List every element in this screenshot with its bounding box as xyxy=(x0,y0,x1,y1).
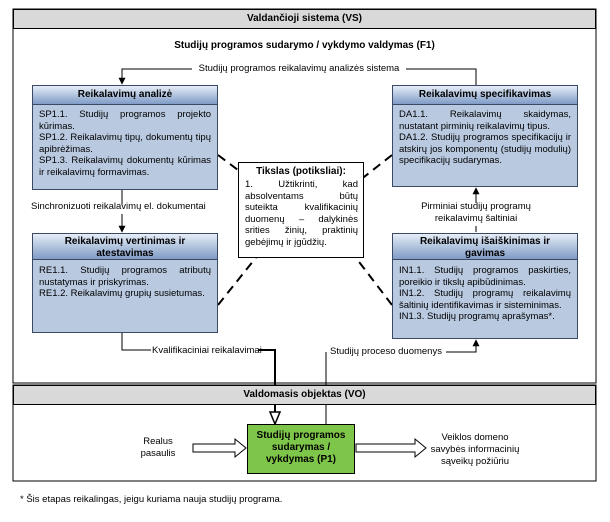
box-requirements-evaluation-body: RE1.1. Studijų programos atributų nustat… xyxy=(39,265,211,300)
f1-title: Studijų programos sudarymo / vykdymo val… xyxy=(174,40,435,51)
specification-item: DA1.1. Reikalavimų skaidymas, nustatant … xyxy=(399,109,571,132)
goal-box: Tikslas (potiksliai): 1. Užtikrinti, kad… xyxy=(238,162,364,258)
bottom-left-line-down xyxy=(258,349,276,418)
evaluation-item: RE1.1. Studijų programos atributų nustat… xyxy=(39,265,211,288)
box-requirements-specification: Reikalavimų specifikavimas DA1.1. Reikal… xyxy=(392,85,578,187)
goal-title: Tikslas (potiksliai): xyxy=(256,166,346,177)
box-requirements-evaluation-title: Reikalavimų vertinimas ir atestavimas xyxy=(33,234,217,260)
elicitation-title-line: Reikalavimų išaiškinimas ir xyxy=(419,236,551,247)
goal-text: 1. Užtikrinti, kad absolventams būtų sut… xyxy=(245,179,358,248)
box-requirements-elicitation-title: Reikalavimų išaiškinimas ir gavimas xyxy=(393,234,577,260)
box-requirements-analysis-body: SP1.1. Studijų programos projekto kūrima… xyxy=(39,109,211,178)
bottom-left-arrow-head xyxy=(268,411,282,426)
analysis-item: SP1.2. Reikalavimų tipų, dokumentų tipų … xyxy=(39,132,211,155)
elicitation-item: IN1.2. Studijų programų reikalavimų šalt… xyxy=(399,288,571,311)
right-flow-label-1: Pirminiai studijų programų xyxy=(421,201,531,212)
elicitation-title-line: gavimas xyxy=(464,248,506,259)
elicitation-item: IN1.1. Studijų programos paskirties, por… xyxy=(399,265,571,288)
bottom-right-line xyxy=(446,339,480,353)
evaluation-title-line: atestavimas xyxy=(96,248,154,259)
elicitation-item: IN1.3. Studijų programų aprašymas*. xyxy=(399,311,555,322)
specification-item: DA1.2. Studijų programos specifikacijų i… xyxy=(399,132,571,166)
input-arrow xyxy=(192,437,247,459)
output-arrow xyxy=(355,437,427,459)
process-title-line: sudarymas / xyxy=(271,442,331,453)
box-requirements-specification-title: Reikalavimų specifikavimas xyxy=(393,86,577,105)
process-title-line: vykdymas (P1) xyxy=(265,454,337,465)
input-label-1: Realus xyxy=(143,436,173,447)
process-box: Studijų programos sudarymas / vykdymas (… xyxy=(247,424,355,474)
evaluation-item: RE1.2. Reikalavimų grupių susietumas. xyxy=(39,288,205,299)
box-requirements-analysis: Reikalavimų analizė SP1.1. Studijų progr… xyxy=(32,85,218,190)
box-requirements-evaluation: Reikalavimų vertinimas ir atestavimas RE… xyxy=(32,233,218,333)
output-label-1: Veiklos domeno xyxy=(441,432,509,443)
output-label-3: sąveikų požiūriu xyxy=(440,456,510,467)
bottom-left-label: Kvalifikaciniai reikalavimai xyxy=(152,345,262,356)
footnote: * Šis etapas reikalingas, jeigu kuriama … xyxy=(20,494,283,505)
top-flow-line-left xyxy=(118,68,192,85)
top-flow-label: Studijų programos reikalavimų analizės s… xyxy=(196,63,402,74)
right-flow-label-2: reikalavimų šaltiniai xyxy=(434,213,518,224)
vo-title: Valdomasis objektas (VO) xyxy=(13,385,596,405)
box-requirements-specification-body: DA1.1. Reikalavimų skaidymas, nustatant … xyxy=(399,109,571,167)
vs-title: Valdančioji sistema (VS) xyxy=(13,9,596,29)
output-label-2: savybės informacinių xyxy=(430,444,520,455)
input-label-2: pasaulis xyxy=(140,448,176,459)
evaluation-title-line: Reikalavimų vertinimas ir xyxy=(64,236,186,247)
process-title-line: Studijų programos xyxy=(256,430,346,441)
box-requirements-elicitation: Reikalavimų išaiškinimas ir gavimas IN1.… xyxy=(392,233,578,339)
top-flow-line-right xyxy=(406,68,477,85)
bottom-left-line xyxy=(121,333,151,351)
analysis-item: SP1.1. Studijų programos projekto kūrima… xyxy=(39,109,211,132)
analysis-item: SP1.3. Reikalavimų dokumentų kūrimas ir … xyxy=(39,155,211,178)
box-requirements-analysis-title: Reikalavimų analizė xyxy=(33,86,217,105)
left-flow-label: Sinchronizuoti reikalavimų el. dokumenta… xyxy=(31,201,206,212)
box-requirements-elicitation-body: IN1.1. Studijų programos paskirties, por… xyxy=(399,265,571,323)
bottom-right-label: Studijų proceso duomenys xyxy=(330,346,442,357)
